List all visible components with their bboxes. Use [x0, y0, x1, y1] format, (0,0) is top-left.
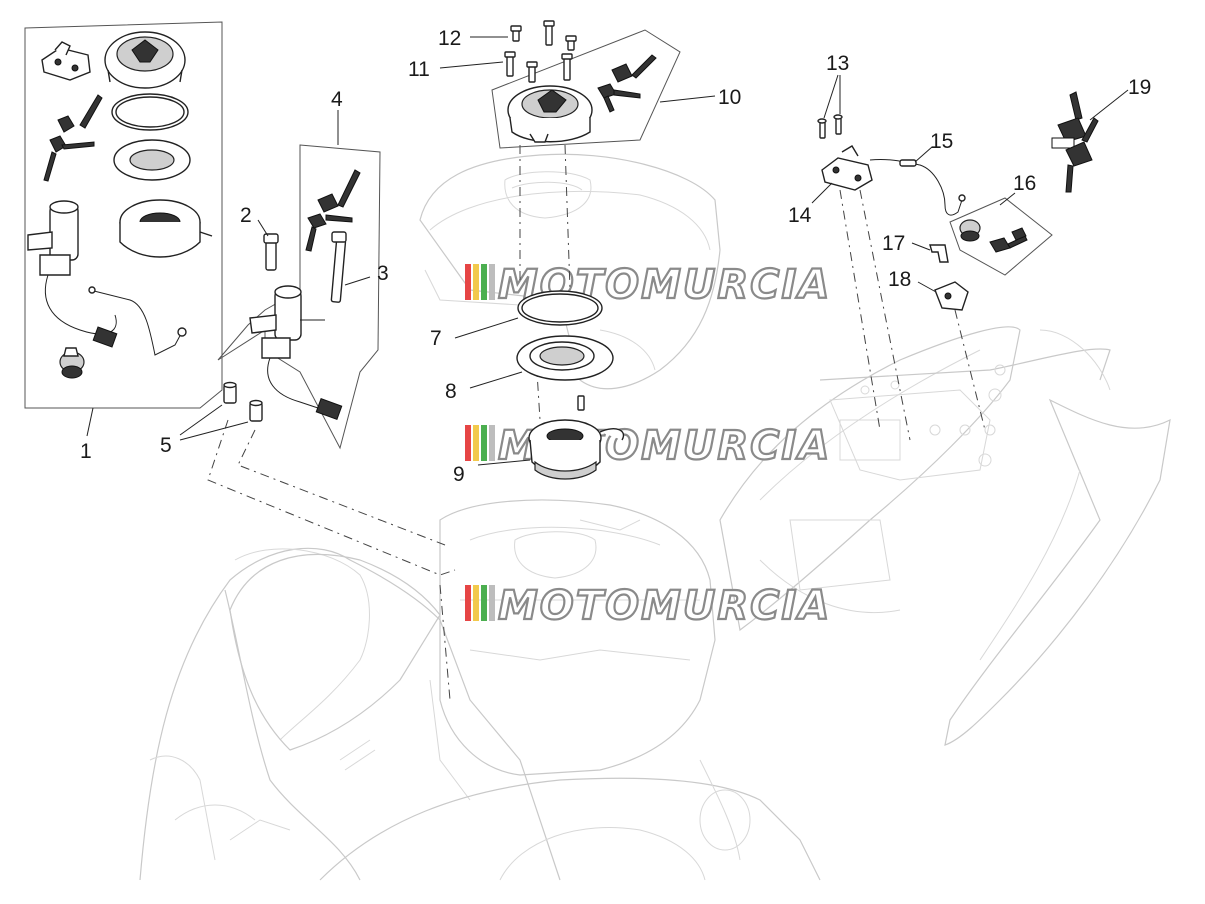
bolt-2-icon — [263, 233, 279, 271]
keys-19-icon — [1051, 91, 1099, 193]
callout-12: 12 — [438, 27, 461, 50]
callout-10: 10 — [718, 86, 741, 109]
callout-17: 17 — [882, 232, 905, 255]
seat-lock-icon — [59, 347, 85, 379]
screws-11-12-icon — [504, 20, 577, 83]
fuel-cap-icon — [104, 31, 186, 89]
filler-ring-9-icon — [528, 395, 625, 480]
callout-16: 16 — [1013, 172, 1036, 195]
callout-8: 8 — [445, 380, 457, 403]
callout-18: 18 — [888, 268, 911, 291]
part-group-16-lock-kit — [949, 197, 1053, 276]
flange-8-icon — [516, 335, 614, 381]
cable-15-icon — [869, 159, 966, 216]
screws-13-icon — [817, 114, 843, 139]
callout-19: 19 — [1128, 76, 1151, 99]
filler-ring-icon — [119, 199, 213, 258]
part-group-4-ignition-switch — [217, 144, 381, 450]
callout-9: 9 — [453, 463, 465, 486]
callout-11: 11 — [408, 58, 430, 81]
cable-icon — [88, 286, 187, 356]
callout-14: 14 — [788, 204, 812, 227]
callout-3: 3 — [377, 262, 389, 285]
clip-17-icon — [929, 244, 949, 263]
watermark-middle: MOTOMURCIA — [465, 422, 830, 470]
callout-4: 4 — [331, 88, 343, 111]
callout-labels: 1 2 3 4 5 7 8 9 10 11 12 13 14 15 16 17 … — [80, 27, 1151, 486]
ignition-barrel-icon — [27, 200, 118, 348]
bolt-3-icon — [330, 231, 347, 303]
callout-1: 1 — [80, 440, 92, 463]
callout-2: 2 — [240, 204, 252, 227]
watermark-bottom: MOTOMURCIA — [465, 582, 831, 630]
keys-icon — [43, 94, 103, 182]
lock-plate-icon — [41, 41, 91, 81]
callout-15: 15 — [930, 130, 953, 153]
svg-text:MOTOMURCIA: MOTOMURCIA — [498, 583, 831, 629]
o-ring-7-icon — [517, 290, 603, 326]
part-group-1-lock-kit — [24, 21, 223, 409]
callout-7: 7 — [430, 327, 442, 350]
motorcycle-ghost-outline — [139, 153, 1171, 881]
part-group-10-tank-cap — [491, 29, 681, 149]
flange-icon — [113, 139, 191, 181]
watermark-top: MOTOMURCIA — [465, 261, 830, 309]
callout-13: 13 — [826, 52, 849, 75]
assembly-dashed-lines — [207, 144, 986, 701]
bushings-5-icon — [223, 381, 263, 422]
callout-5: 5 — [160, 434, 172, 457]
cover-18-icon — [934, 281, 969, 311]
lock-bracket-14-icon — [821, 145, 873, 191]
